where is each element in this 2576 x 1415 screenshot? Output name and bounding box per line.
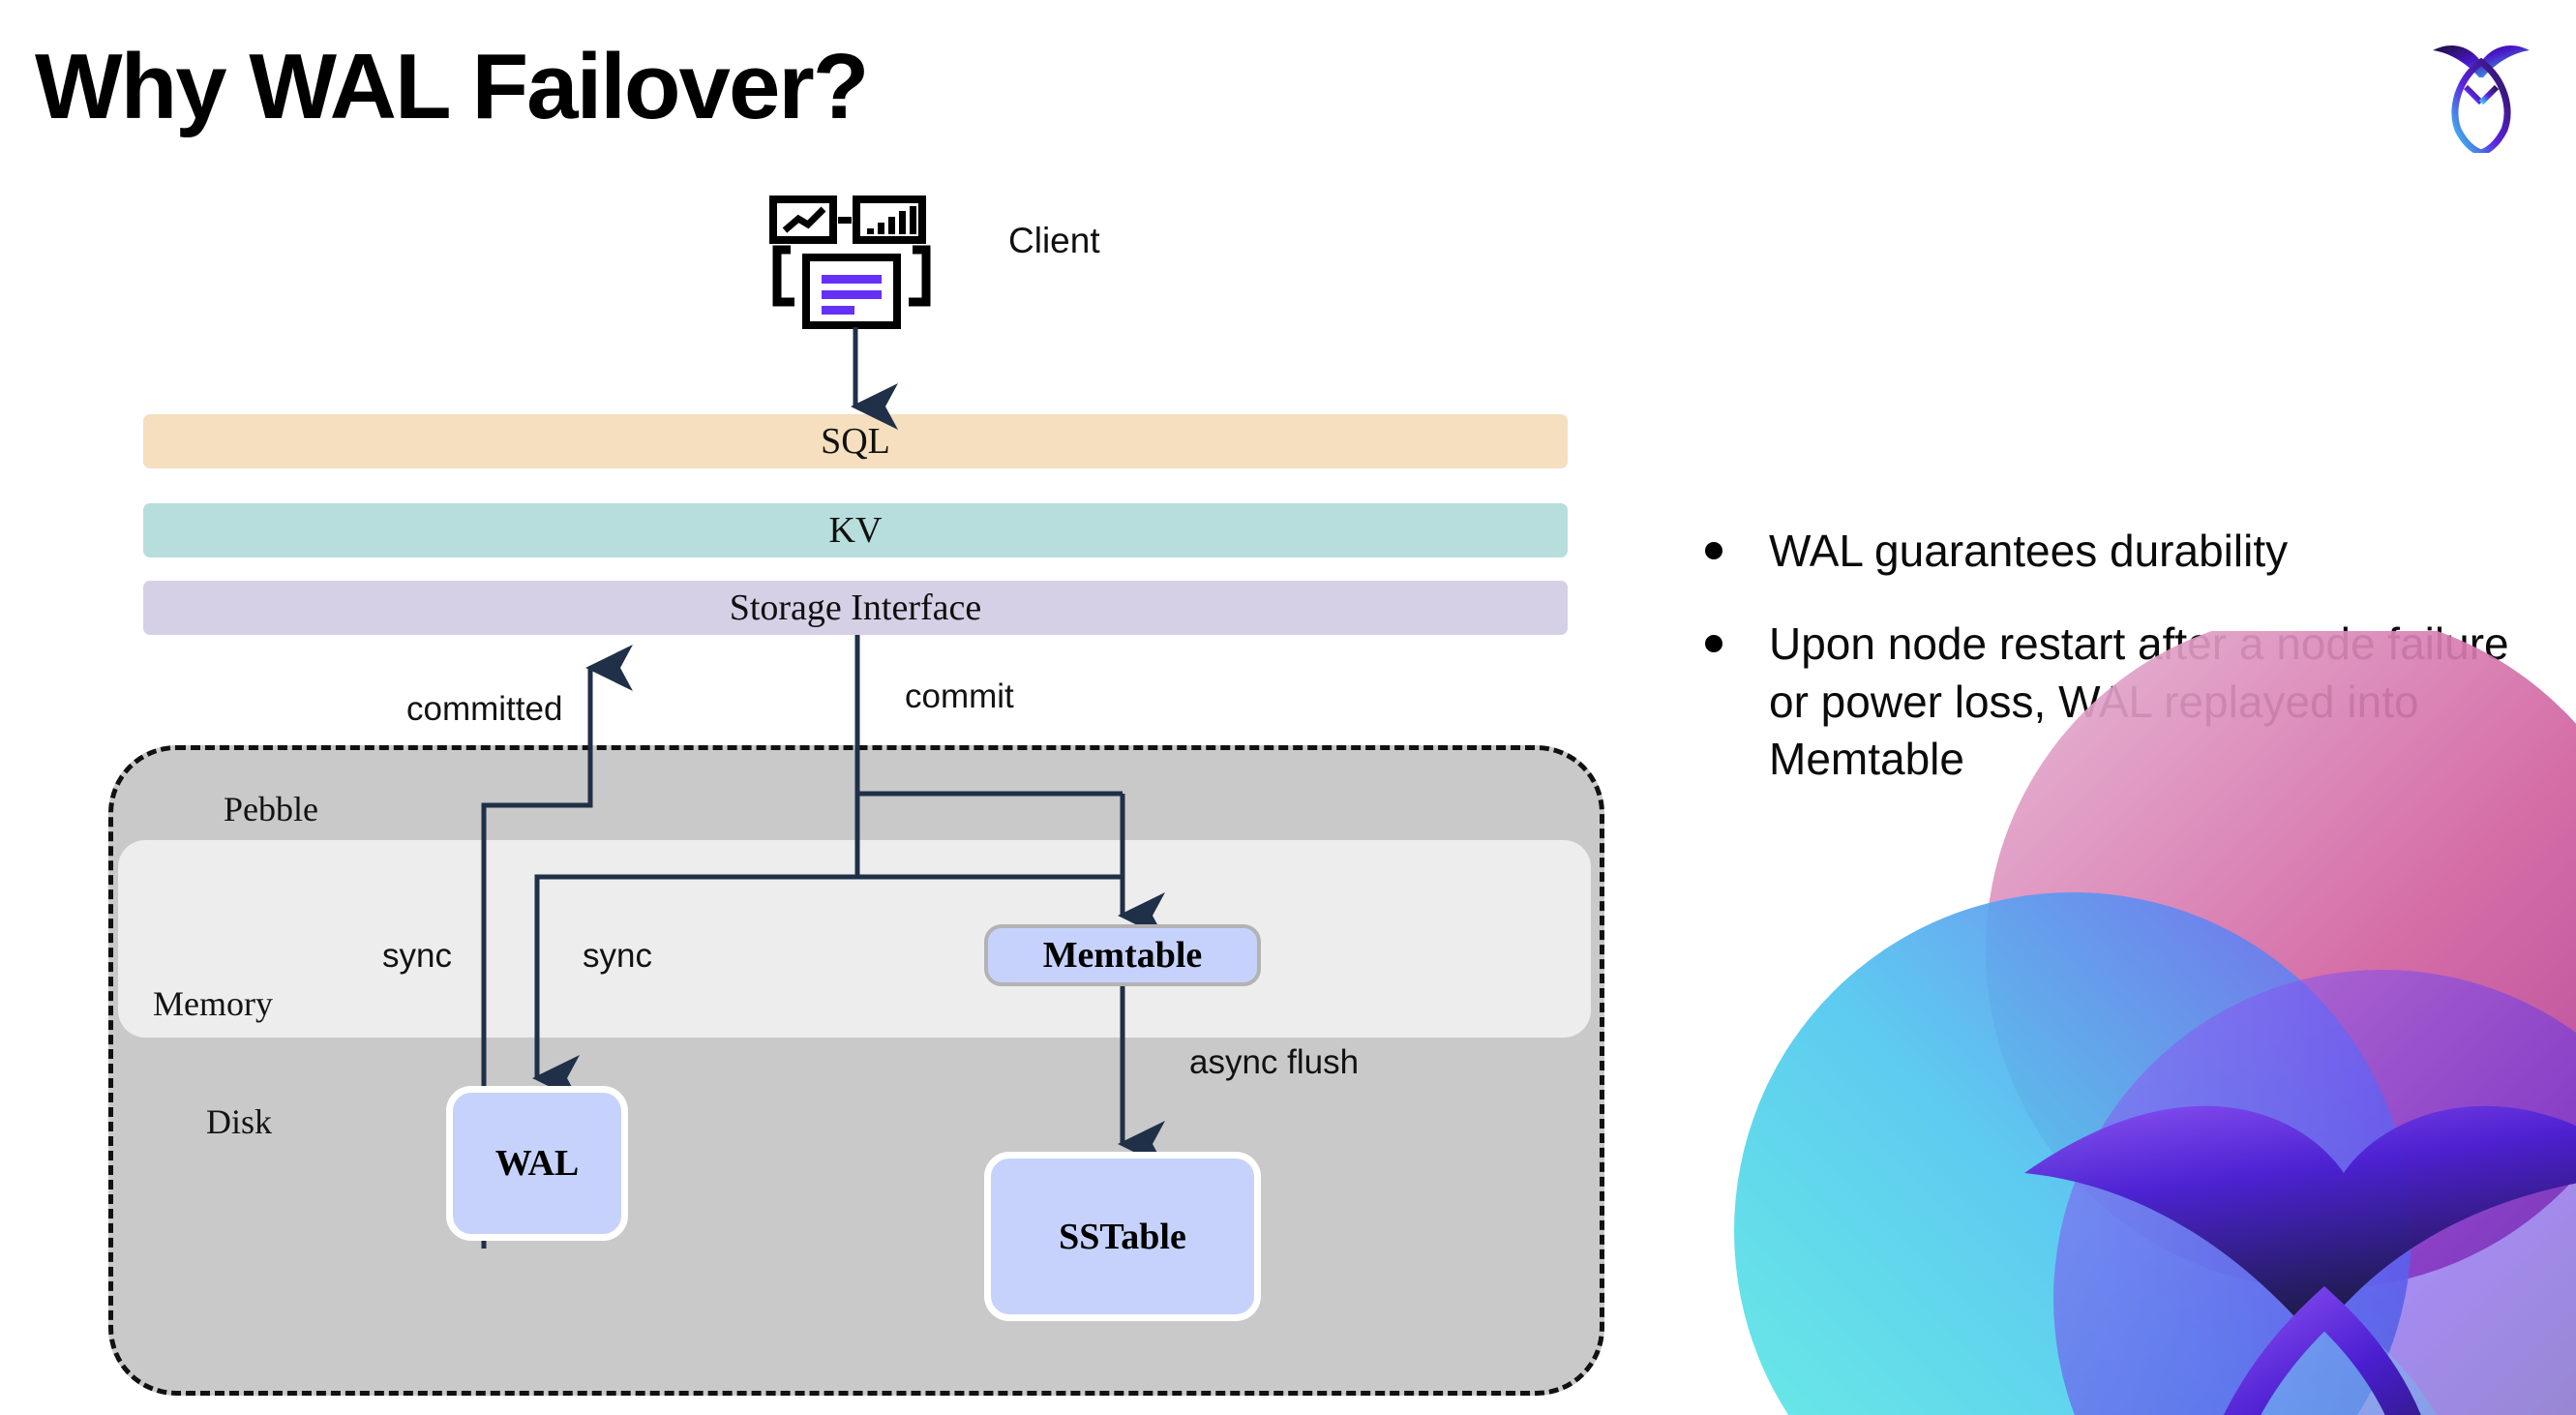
edge-label-committed: committed	[406, 690, 563, 728]
pebble-label: Pebble	[224, 790, 318, 828]
memory-zone	[118, 840, 1591, 1038]
layer-sql-label: SQL	[821, 421, 890, 462]
list-item: Upon node restart after a node failure o…	[1705, 616, 2537, 789]
node-memtable[interactable]: Memtable	[984, 924, 1261, 986]
edge-label-commit: commit	[905, 677, 1014, 715]
bullet-text: WAL guarantees durability	[1769, 526, 2289, 576]
bullet-dot-icon	[1705, 542, 1722, 559]
edge-label-sync-committed: sync	[382, 937, 452, 975]
client-monitor-icon	[769, 196, 931, 329]
bullet-list: WAL guarantees durability Upon node rest…	[1705, 523, 2537, 824]
disk-label: Disk	[206, 1102, 273, 1141]
edge-label-async-flush: async flush	[1189, 1043, 1360, 1081]
layer-kv[interactable]: KV	[143, 503, 1568, 557]
list-item: WAL guarantees durability	[1705, 523, 2537, 581]
node-wal-label: WAL	[494, 1143, 580, 1184]
node-wal[interactable]: WAL	[446, 1086, 628, 1241]
layer-storage-interface[interactable]: Storage Interface	[143, 581, 1568, 635]
node-memtable-label: Memtable	[1042, 935, 1203, 976]
layer-sql[interactable]: SQL	[143, 414, 1568, 468]
page-title: Why WAL Failover?	[35, 35, 869, 138]
cockroachdb-logo-icon	[2433, 45, 2530, 153]
bullet-dot-icon	[1705, 634, 1722, 652]
client-label: Client	[1008, 221, 1100, 260]
node-sstable-label: SSTable	[1059, 1216, 1186, 1257]
edge-label-sync-commit: sync	[583, 937, 652, 975]
layer-storage-interface-label: Storage Interface	[729, 587, 982, 628]
node-sstable[interactable]: SSTable	[984, 1152, 1261, 1321]
memory-label: Memory	[153, 984, 273, 1023]
layer-kv-label: KV	[828, 510, 883, 551]
bullet-text: Upon node restart after a node failure o…	[1769, 617, 2509, 785]
